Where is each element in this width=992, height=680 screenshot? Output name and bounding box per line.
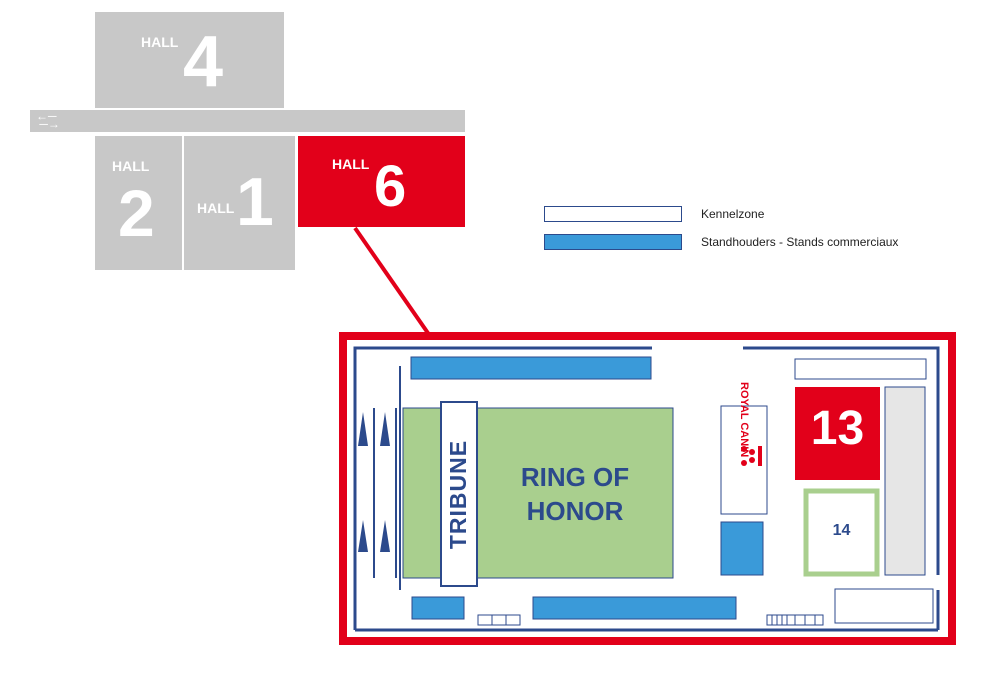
- hall-4-label: HALL: [141, 34, 179, 50]
- entrance-markers: [358, 412, 390, 552]
- hall-1-label: HALL: [197, 200, 235, 216]
- tribune-label: TRIBUNE: [445, 439, 472, 549]
- entrance-lines: [373, 366, 401, 590]
- ring-of-honor-label: RING OF HONOR: [477, 460, 673, 528]
- legend-stands-label: Standhouders - Stands commerciaux: [701, 235, 899, 249]
- crown-icon: [741, 446, 762, 466]
- bench-right: [766, 614, 824, 626]
- hall-6-number: 6: [374, 154, 407, 219]
- hall-1[interactable]: HALL 1: [184, 136, 295, 270]
- kennelzone-top: [794, 358, 927, 380]
- kennelzone-bottom: [834, 588, 934, 624]
- hall-6-connector-line: [353, 226, 432, 338]
- hall-2-label: HALL: [112, 158, 150, 174]
- legend-kennelzone-label: Kennelzone: [701, 207, 765, 221]
- stand-right: [720, 521, 764, 576]
- legend-stands-swatch: [544, 234, 682, 250]
- stand-bottom-left: [411, 596, 465, 620]
- stand-bottom-center: [532, 596, 737, 620]
- hall-2-number: 2: [118, 176, 155, 250]
- hall-4[interactable]: HALL 4: [95, 12, 284, 108]
- stand-top: [410, 356, 652, 380]
- bench-left: [477, 614, 521, 626]
- hall-6-label: HALL: [332, 156, 370, 172]
- sponsor-logo: ROYAL CANIN: [722, 382, 766, 514]
- area-14: [803, 488, 880, 577]
- sponsor-line1: ROYAL: [738, 382, 750, 420]
- hall-1-number: 1: [236, 164, 274, 240]
- hall-6[interactable]: HALL 6: [298, 136, 465, 227]
- walkway: [30, 110, 465, 132]
- area-13-label: 13: [810, 402, 865, 455]
- tribune-area: [440, 401, 478, 587]
- hall-2[interactable]: HALL 2: [95, 136, 182, 270]
- sponsor-line2: CANIN: [738, 422, 750, 458]
- ring-of-honor-line2: HONOR: [526, 496, 624, 526]
- walkway-arrows-icon: ←─ ─→: [36, 109, 60, 131]
- area-13: [795, 387, 880, 480]
- kennelzone-right: [884, 386, 926, 576]
- area-14-label: 14: [832, 522, 851, 539]
- hall-walls: [353, 346, 940, 632]
- ring-of-honor-line1: RING OF: [520, 462, 630, 492]
- hall-4-number: 4: [183, 22, 224, 102]
- legend-kennelzone-swatch: [544, 206, 682, 222]
